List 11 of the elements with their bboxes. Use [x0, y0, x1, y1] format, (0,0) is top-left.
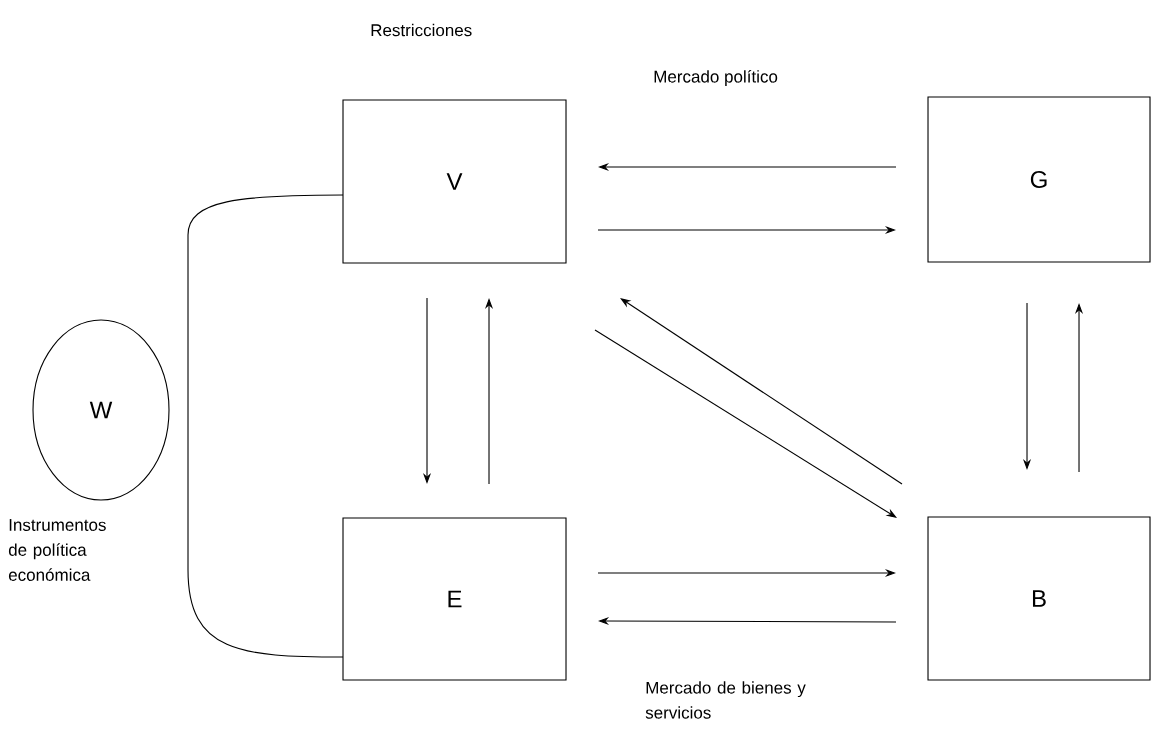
bracket-line	[187, 194, 344, 658]
box: B	[927, 516, 1151, 681]
label-text: Mercado político	[654, 69, 778, 86]
box: E	[342, 517, 567, 681]
box: V	[342, 99, 567, 264]
label-text: Restricciones	[371, 23, 472, 37]
box: G	[927, 96, 1151, 263]
arrow	[594, 329, 897, 518]
label-text: Mercado de bienes y servicios	[645, 681, 806, 719]
arrow	[620, 298, 903, 485]
label-text: Instrumentos de política económica	[8, 519, 106, 581]
